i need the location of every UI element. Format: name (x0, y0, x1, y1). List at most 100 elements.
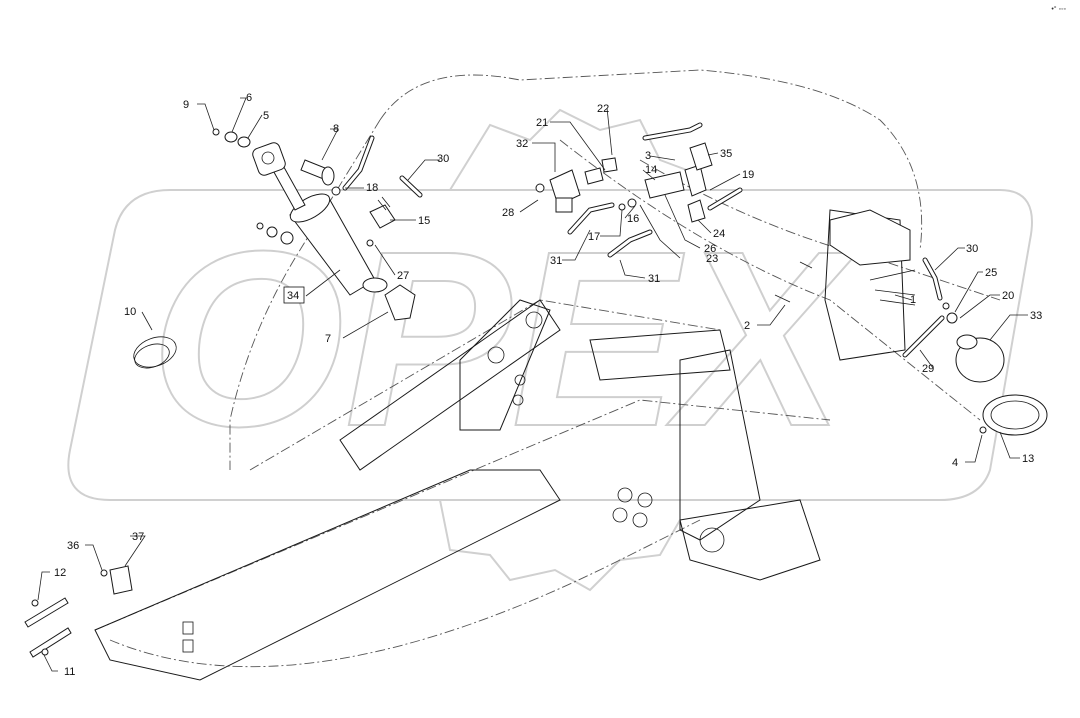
part-24-valve (684, 164, 707, 197)
callout-8: 8 (333, 123, 339, 135)
pin-head (321, 166, 335, 186)
callout-2: 2 (744, 320, 750, 332)
watermark-cog-bottom (439, 499, 681, 592)
callout-6: 6 (246, 92, 252, 104)
part-11-pin-long (24, 597, 69, 628)
part-16-fitting (627, 198, 637, 208)
part-7-lug (384, 284, 416, 321)
callout-5: 5 (263, 110, 269, 122)
part-35-block (689, 142, 713, 171)
callout-4: 4 (952, 457, 958, 469)
callout-19: 19 (742, 169, 754, 181)
main-frame (94, 209, 911, 681)
part-10-clamp-ring (133, 336, 177, 369)
accumulator-group (774, 257, 1048, 436)
part-14-tee (644, 171, 685, 199)
part-21-fitting (584, 167, 604, 185)
callout-34-boxed: 34 (283, 286, 305, 304)
callout-34: 34 (287, 290, 299, 302)
part-17-fitting (618, 203, 626, 211)
callout-18: 18 (366, 182, 378, 194)
rear-boss (829, 209, 911, 266)
part-32-valve-block (549, 169, 581, 206)
callout-20: 20 (1002, 290, 1014, 302)
part-6-washer (224, 131, 238, 143)
washer (256, 222, 264, 230)
clamp-inner (990, 400, 1040, 430)
cylinder-end-cap (289, 193, 331, 223)
cylinder-clevis (252, 142, 286, 176)
callout-labels: 1 2 3 4 5 6 7 8 9 10 11 12 13 14 15 16 1… (54, 92, 1042, 678)
watermark-text: OPEX (150, 199, 858, 478)
lower-beam (94, 469, 561, 681)
part-22-fitting (601, 157, 618, 173)
callout-37: 37 (132, 531, 144, 543)
frame-tower (679, 349, 761, 541)
part-27-fitting (366, 239, 374, 247)
callout-35: 35 (720, 148, 732, 160)
accumulator-neck (956, 334, 978, 350)
callout-31-left: 31 (550, 255, 562, 267)
part-36-bolt (100, 569, 108, 577)
callout-33: 33 (1030, 310, 1042, 322)
callout-36: 36 (67, 540, 79, 552)
cylinder-base (362, 277, 388, 293)
part-1-bolts (869, 269, 916, 306)
callout-21: 21 (536, 117, 548, 129)
callout-17: 17 (588, 231, 600, 243)
callout-16: 16 (627, 213, 639, 225)
part-20-fitting (946, 312, 958, 324)
callout-7: 7 (325, 333, 331, 345)
part-2-bolts (774, 261, 813, 303)
watermark: OPEX (67, 108, 1033, 592)
outline-frame-top (249, 299, 721, 471)
outline-lower-sweep (109, 519, 701, 668)
frame-bracket (589, 329, 731, 381)
callout-11: 11 (64, 666, 75, 678)
hydraulic-cylinder (252, 142, 388, 296)
part-5-washer (237, 136, 251, 148)
callout-32: 32 (516, 138, 528, 150)
washer (266, 226, 278, 238)
callout-24: 24 (713, 228, 725, 240)
callout-27: 27 (397, 270, 409, 282)
outline-mid-sweep (559, 139, 981, 421)
washer (280, 231, 294, 245)
callout-30-right: 30 (966, 243, 978, 255)
callout-13: 13 (1022, 453, 1034, 465)
part-11-pin-long-b (29, 627, 72, 658)
callout-3: 3 (645, 150, 651, 162)
callout-23: 23 (706, 253, 718, 265)
frame-plate (679, 499, 821, 581)
callout-25: 25 (985, 267, 997, 279)
outline-top-arc (379, 69, 923, 251)
lower-left-parts (24, 565, 133, 658)
callout-29: 29 (922, 363, 934, 375)
leader-lines (37, 97, 1028, 672)
callout-26: 26 (704, 243, 716, 255)
callout-9: 9 (183, 99, 189, 111)
frame-bracket-left (459, 299, 551, 431)
cylinder-small-parts (133, 128, 423, 369)
beam-slot (182, 639, 194, 653)
callout-22: 22 (597, 103, 609, 115)
part-37-bracket (109, 565, 133, 595)
frame-holes (487, 311, 653, 528)
callout-14: 14 (645, 164, 657, 176)
valve-block-group (535, 122, 743, 258)
part-12-pin (41, 648, 49, 656)
part-26-fitting (687, 199, 706, 223)
part-28-plug (535, 183, 545, 193)
outline-left-arc (229, 119, 381, 470)
part-9-nut (212, 128, 220, 136)
callout-10: 10 (124, 306, 136, 318)
valve-block-base (555, 197, 573, 213)
callout-31-right: 31 (648, 273, 660, 285)
part-25-fitting (942, 302, 950, 310)
part-4-bolt (979, 426, 987, 434)
callout-30-upper: 30 (437, 153, 449, 165)
callout-1: 1 (910, 294, 916, 306)
callout-15: 15 (418, 215, 430, 227)
clevis-pin-hole (261, 151, 275, 165)
